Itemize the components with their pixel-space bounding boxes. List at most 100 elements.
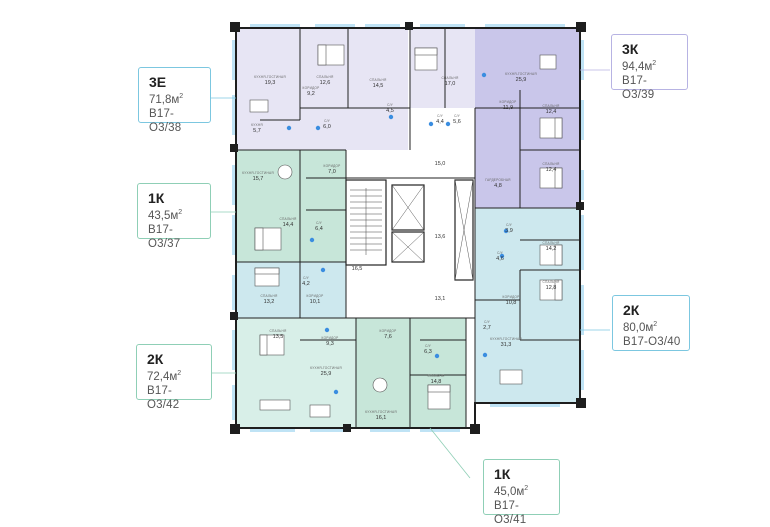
apartment-code: В17-О3/39 <box>622 74 655 101</box>
room-area: 16,5 <box>352 266 363 272</box>
room-area: 14,4 <box>283 222 294 228</box>
room-area: 6,3 <box>424 349 432 355</box>
apartment-callout-39[interactable]: 3К 94,4м2 В17-О3/39 <box>611 34 688 101</box>
room-area: 12,4 <box>546 167 557 173</box>
room-area: 13,1 <box>435 296 446 302</box>
room-area: 10,8 <box>506 300 517 306</box>
room-name: КОРИДОР <box>500 100 517 104</box>
room-area: 31,3 <box>501 342 512 348</box>
room-area: 10,1 <box>310 299 321 305</box>
room-area: 14,5 <box>373 83 384 89</box>
room-name: СПАЛЬНЯ <box>370 78 387 82</box>
room-name: КОРИДОР <box>503 295 520 299</box>
room-name: КУХНЯ-ГОСТИНАЯ <box>505 72 537 76</box>
room-name: С/У <box>454 114 461 118</box>
room-name: СПАЛЬНЯ <box>543 280 560 284</box>
room-name: КОРИДОР <box>324 164 341 168</box>
room-name: СПАЛЬНЯ <box>280 217 297 221</box>
room-area: 25,9 <box>321 371 332 377</box>
room-name: КУХНЯ-ГОСТИНАЯ <box>365 410 397 414</box>
apartment-callout-38[interactable]: 3Е 71,8м2 В17-О3/38 <box>138 67 211 134</box>
apartment-42-fill[interactable] <box>236 318 356 428</box>
apartment-39-fill-right[interactable] <box>475 28 580 208</box>
apartment-40-fill[interactable] <box>475 208 580 403</box>
room-area: 15,0 <box>435 161 446 167</box>
apartment-type: 2К <box>623 302 640 318</box>
room-name: С/У <box>437 114 444 118</box>
elevator-1-cross <box>391 184 425 231</box>
room-name: КОРИДОР <box>380 329 397 333</box>
room-name: СПАЛЬНЯ <box>543 162 560 166</box>
room-name: С/У <box>497 251 504 255</box>
room-name: КОРИДОР <box>322 336 339 340</box>
room-area: 4,4 <box>436 119 444 125</box>
apartment-area: 80,0м2 <box>623 321 658 334</box>
room-area: 14,8 <box>431 379 442 385</box>
apartment-code: В17-О3/38 <box>149 107 182 134</box>
room-name: С/У <box>324 119 331 123</box>
room-area: 12,4 <box>546 109 557 115</box>
room-area: 3,9 <box>505 228 513 234</box>
beds <box>254 44 563 410</box>
room-name: С/У <box>506 223 513 227</box>
corridor <box>346 150 475 178</box>
apartment-area: 45,0м2 <box>494 485 529 498</box>
room-area: 6,0 <box>323 124 331 130</box>
room-name: С/У <box>484 320 491 324</box>
room-area: 13,5 <box>273 334 284 340</box>
room-name: С/У <box>303 276 310 280</box>
room-name: КУХНЯ-ГОСТИНАЯ <box>254 75 286 79</box>
room-area: 17,0 <box>445 81 456 87</box>
room-area: 13,6 <box>435 234 446 240</box>
room-name: СПАЛЬНЯ <box>270 329 287 333</box>
room-name: КУХНЯ-ГОСТИНАЯ <box>242 171 274 175</box>
room-name: КУХНЯ-ГОСТИНАЯ <box>310 366 342 370</box>
windows <box>232 24 584 432</box>
room-area: 9,3 <box>326 341 334 347</box>
room-area: 12,6 <box>320 80 331 86</box>
apartment-callout-42[interactable]: 2К 72,4м2 В17-О3/42 <box>136 344 212 411</box>
room-name: С/У <box>387 103 394 107</box>
dining-tables <box>249 54 557 418</box>
room-name: СПАЛЬНЯ <box>261 294 278 298</box>
room-name: С/У <box>425 344 432 348</box>
apartment-type: 3К <box>622 41 639 57</box>
room-area: 9,2 <box>307 91 315 97</box>
apartment-42b-fill[interactable] <box>236 262 356 318</box>
stair-lines <box>350 188 382 255</box>
apartment-code: В17-О3/41 <box>494 499 527 526</box>
callout-leaders <box>210 69 610 479</box>
apartment-callout-41[interactable]: 1К 45,0м2 В17-О3/41 <box>483 459 560 526</box>
apartment-type: 1К <box>494 466 511 482</box>
shaft-cross <box>454 179 474 281</box>
apartment-callout-37[interactable]: 1К 43,5м2 В17-О3/37 <box>137 183 211 250</box>
room-name: СПАЛЬНЯ <box>543 104 560 108</box>
room-area: 4,8 <box>494 183 502 189</box>
apartment-41-fill[interactable] <box>356 318 466 428</box>
room-area: 19,3 <box>265 80 276 86</box>
room-area: 13,2 <box>264 299 275 305</box>
apartment-type: 3Е <box>149 74 167 90</box>
elevator-2-cross <box>391 231 425 263</box>
room-area: 12,8 <box>546 285 557 291</box>
bathroom-drop-icons <box>286 72 509 395</box>
room-name: КУХНЯ <box>251 123 263 127</box>
room-name: КУХНЯ-ГОСТИНАЯ <box>490 337 522 341</box>
apartment-code: В17-О3/37 <box>148 223 181 250</box>
room-area: 5,6 <box>453 119 461 125</box>
room-area: 4,2 <box>302 281 310 287</box>
apartment-type: 1К <box>148 190 165 206</box>
room-name: С/У <box>316 221 323 225</box>
room-area: 11,9 <box>503 105 513 111</box>
room-name: СПАЛЬНЯ <box>428 374 445 378</box>
room-area: 7,6 <box>384 334 392 340</box>
interior-walls <box>236 28 580 428</box>
apartment-code: В17-О3/42 <box>147 384 180 411</box>
apartment-callout-40[interactable]: 2К 80,0м2 В17-О3/40 <box>612 295 690 351</box>
room-name: ГАРДЕРОБНАЯ <box>485 178 511 182</box>
apartment-code: В17-О3/40 <box>623 335 681 348</box>
room-area: 15,7 <box>253 176 264 182</box>
room-area: 4,5 <box>386 108 394 114</box>
